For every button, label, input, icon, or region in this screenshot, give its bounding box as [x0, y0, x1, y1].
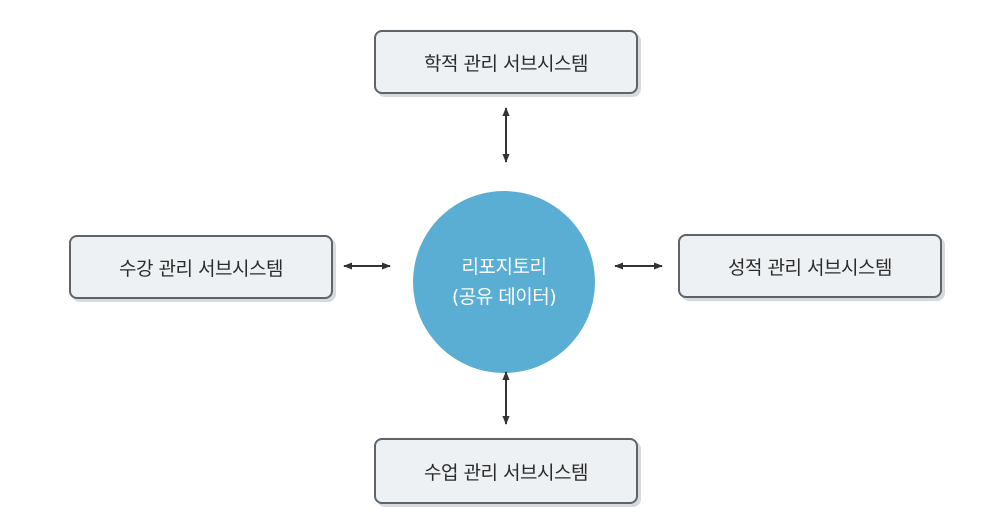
subsystem-box-right: 성적 관리 서브시스템	[678, 234, 942, 298]
subsystem-label-top: 학적 관리 서브시스템	[424, 52, 588, 75]
subsystem-box-top: 학적 관리 서브시스템	[374, 30, 638, 94]
subsystem-label-bottom: 수업 관리 서브시스템	[424, 461, 588, 484]
subsystem-label-right: 성적 관리 서브시스템	[728, 256, 892, 279]
repository-circle: 리포지토리 (공유 데이터)	[413, 191, 595, 373]
repository-subtitle: (공유 데이터)	[451, 286, 557, 308]
repository-title: 리포지토리	[461, 256, 547, 278]
subsystem-box-left: 수강 관리 서브시스템	[69, 235, 333, 299]
subsystem-label-left: 수강 관리 서브시스템	[119, 257, 283, 280]
subsystem-box-bottom: 수업 관리 서브시스템	[374, 438, 638, 504]
